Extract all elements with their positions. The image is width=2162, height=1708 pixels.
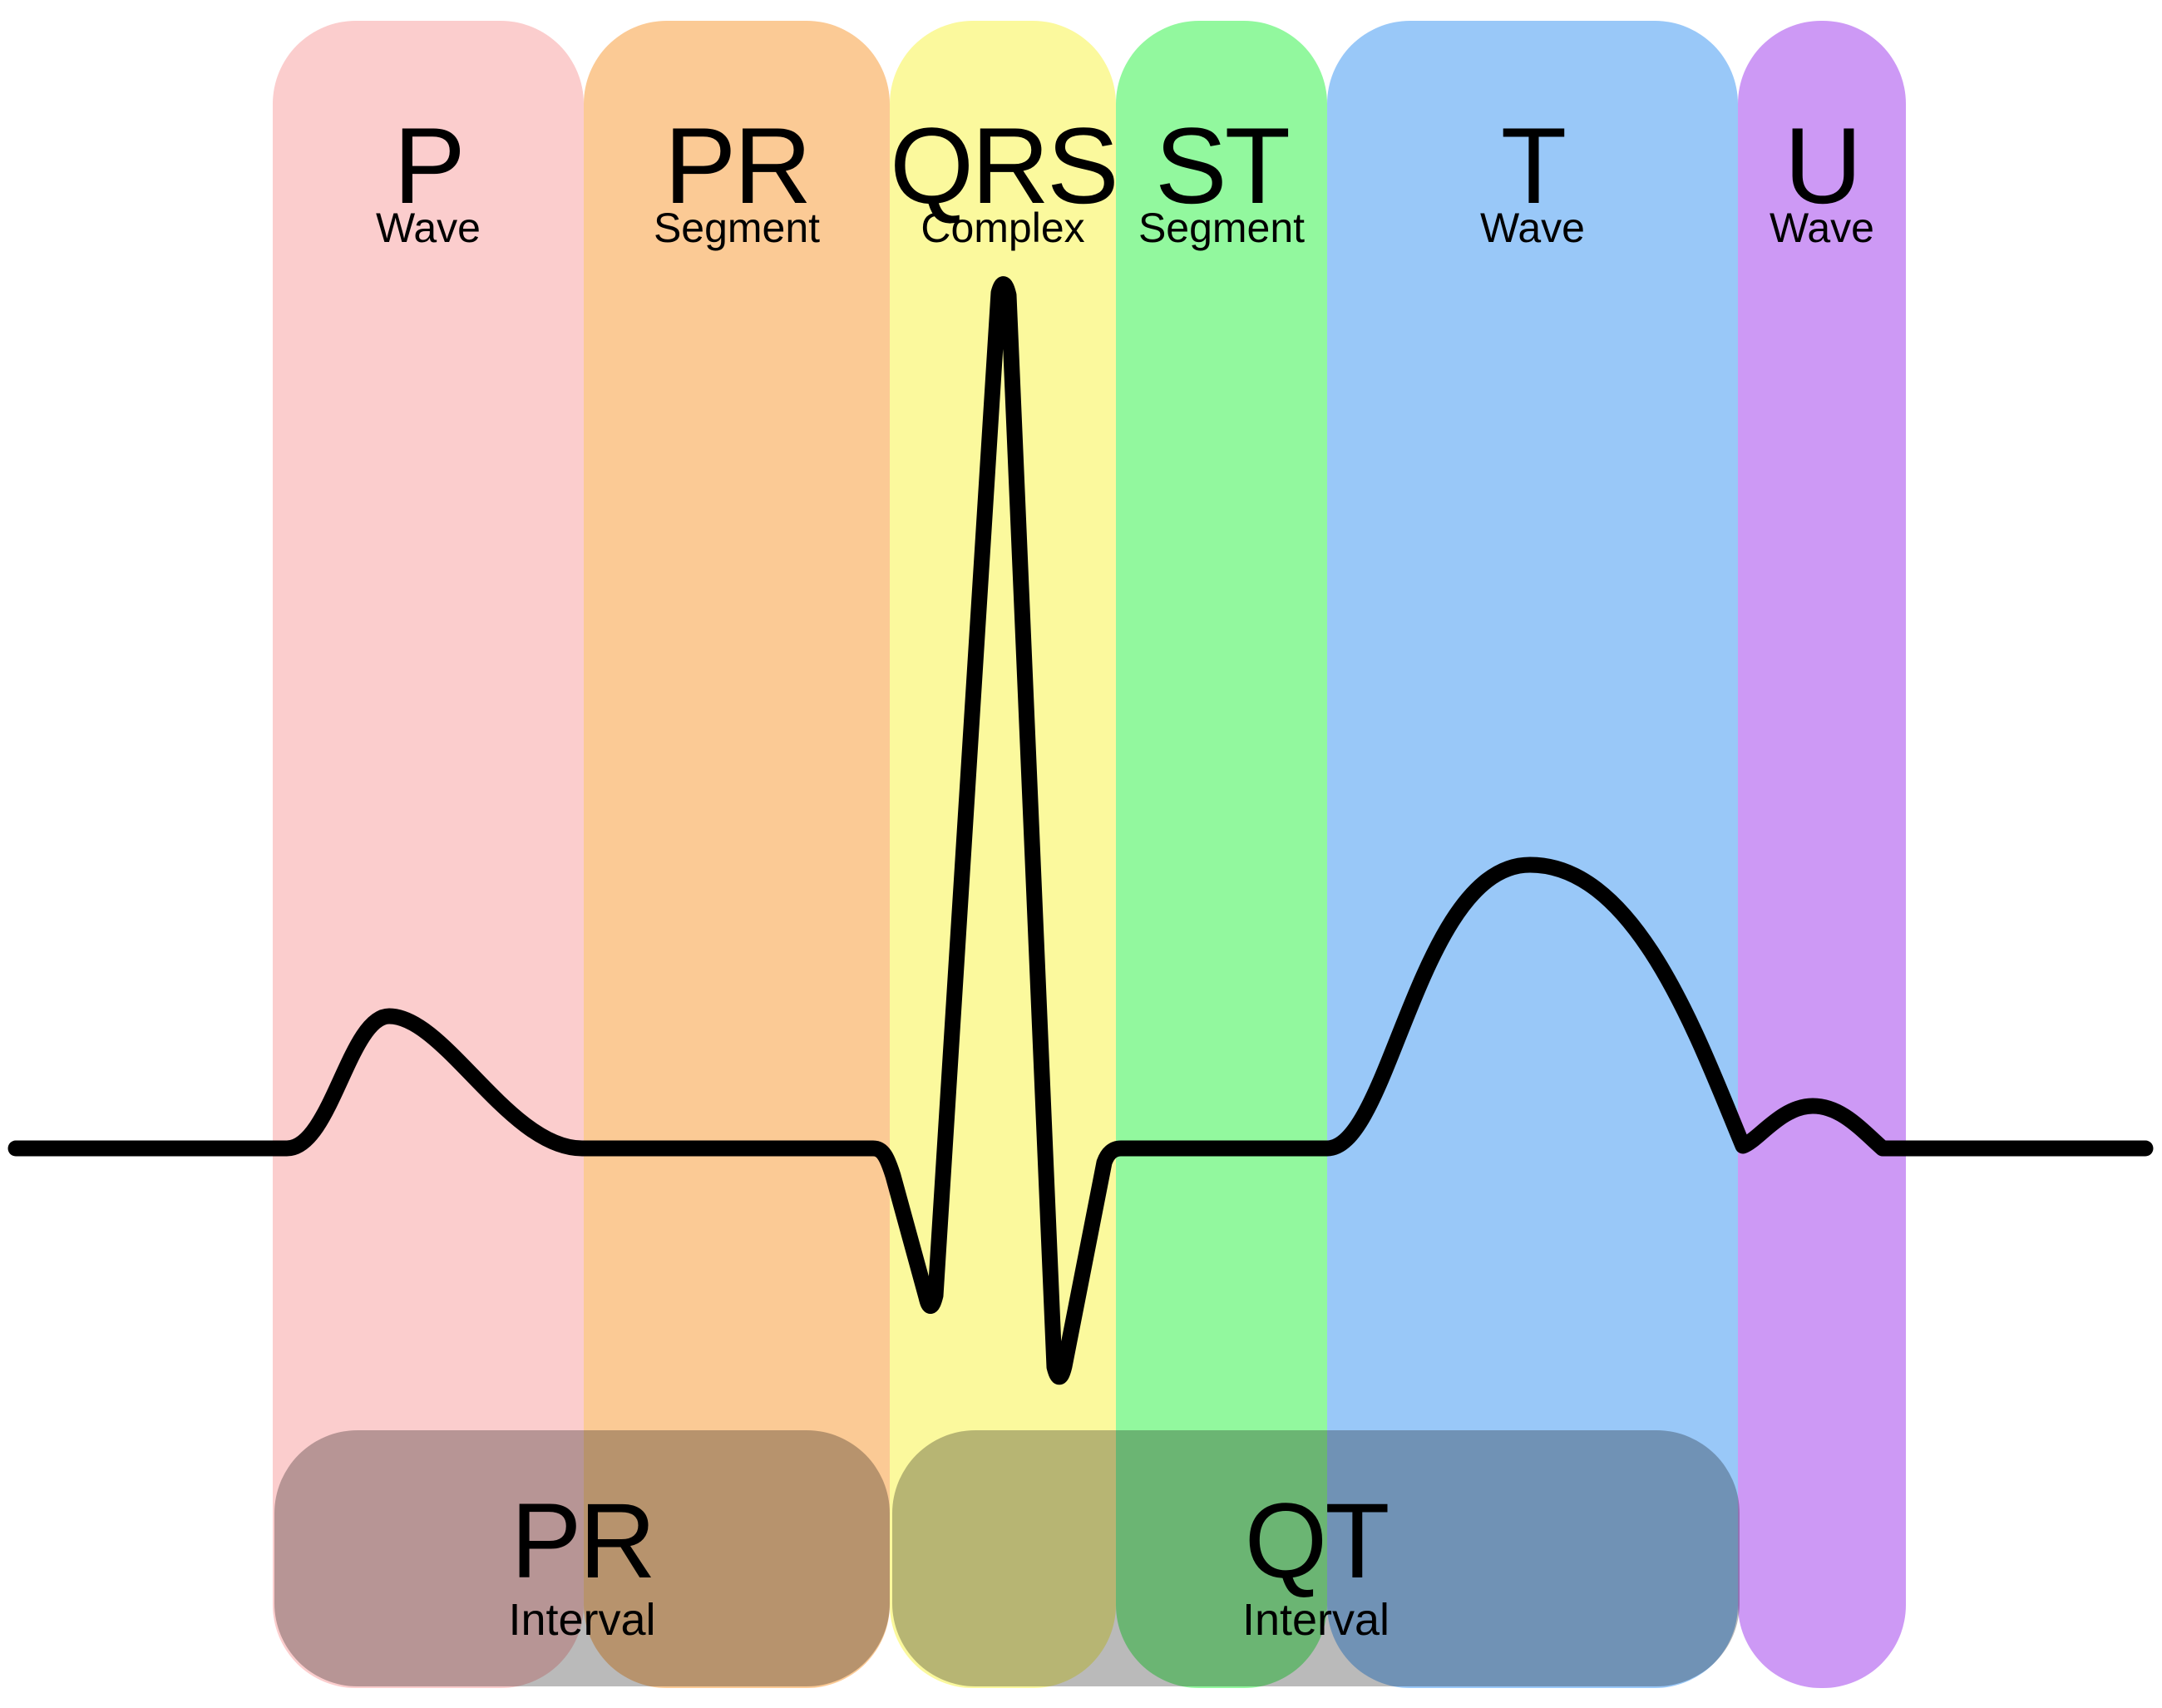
band-p-wave-sublabel: Wave xyxy=(376,205,481,251)
band-pr-segment: PR Segment xyxy=(584,21,890,1688)
pr-interval-band: PR Interval xyxy=(274,1430,890,1686)
qt-interval-sublabel: Interval xyxy=(1241,1595,1390,1645)
band-t-wave-label: T xyxy=(1500,105,1567,226)
band-st-segment-label: ST xyxy=(1154,105,1291,226)
band-st-segment: ST Segment xyxy=(1116,21,1327,1688)
pr-interval-label: PR xyxy=(511,1482,656,1601)
band-p-wave: P Wave xyxy=(273,21,584,1688)
qt-interval-band: QT Interval xyxy=(892,1430,1740,1686)
band-qrs-complex-label: QRS xyxy=(890,105,1119,226)
band-u-wave-sublabel: Wave xyxy=(1770,205,1874,251)
band-qrs-complex-sublabel: Complex xyxy=(921,205,1085,251)
pr-interval-sublabel: Interval xyxy=(508,1595,656,1645)
band-u-wave-label: U xyxy=(1784,105,1863,226)
band-pr-segment-sublabel: Segment xyxy=(653,205,821,251)
band-qrs-complex: QRS Complex xyxy=(890,21,1119,1688)
band-t-wave-sublabel: Wave xyxy=(1480,205,1585,251)
band-p-wave-label: P xyxy=(393,105,466,226)
band-t-wave: T Wave xyxy=(1327,21,1738,1688)
qt-interval-label: QT xyxy=(1244,1482,1390,1601)
ecg-path xyxy=(7,276,2154,1385)
band-st-segment-sublabel: Segment xyxy=(1138,205,1306,251)
band-u-wave: U Wave xyxy=(1738,21,1906,1688)
band-pr-segment-label: PR xyxy=(664,105,812,226)
